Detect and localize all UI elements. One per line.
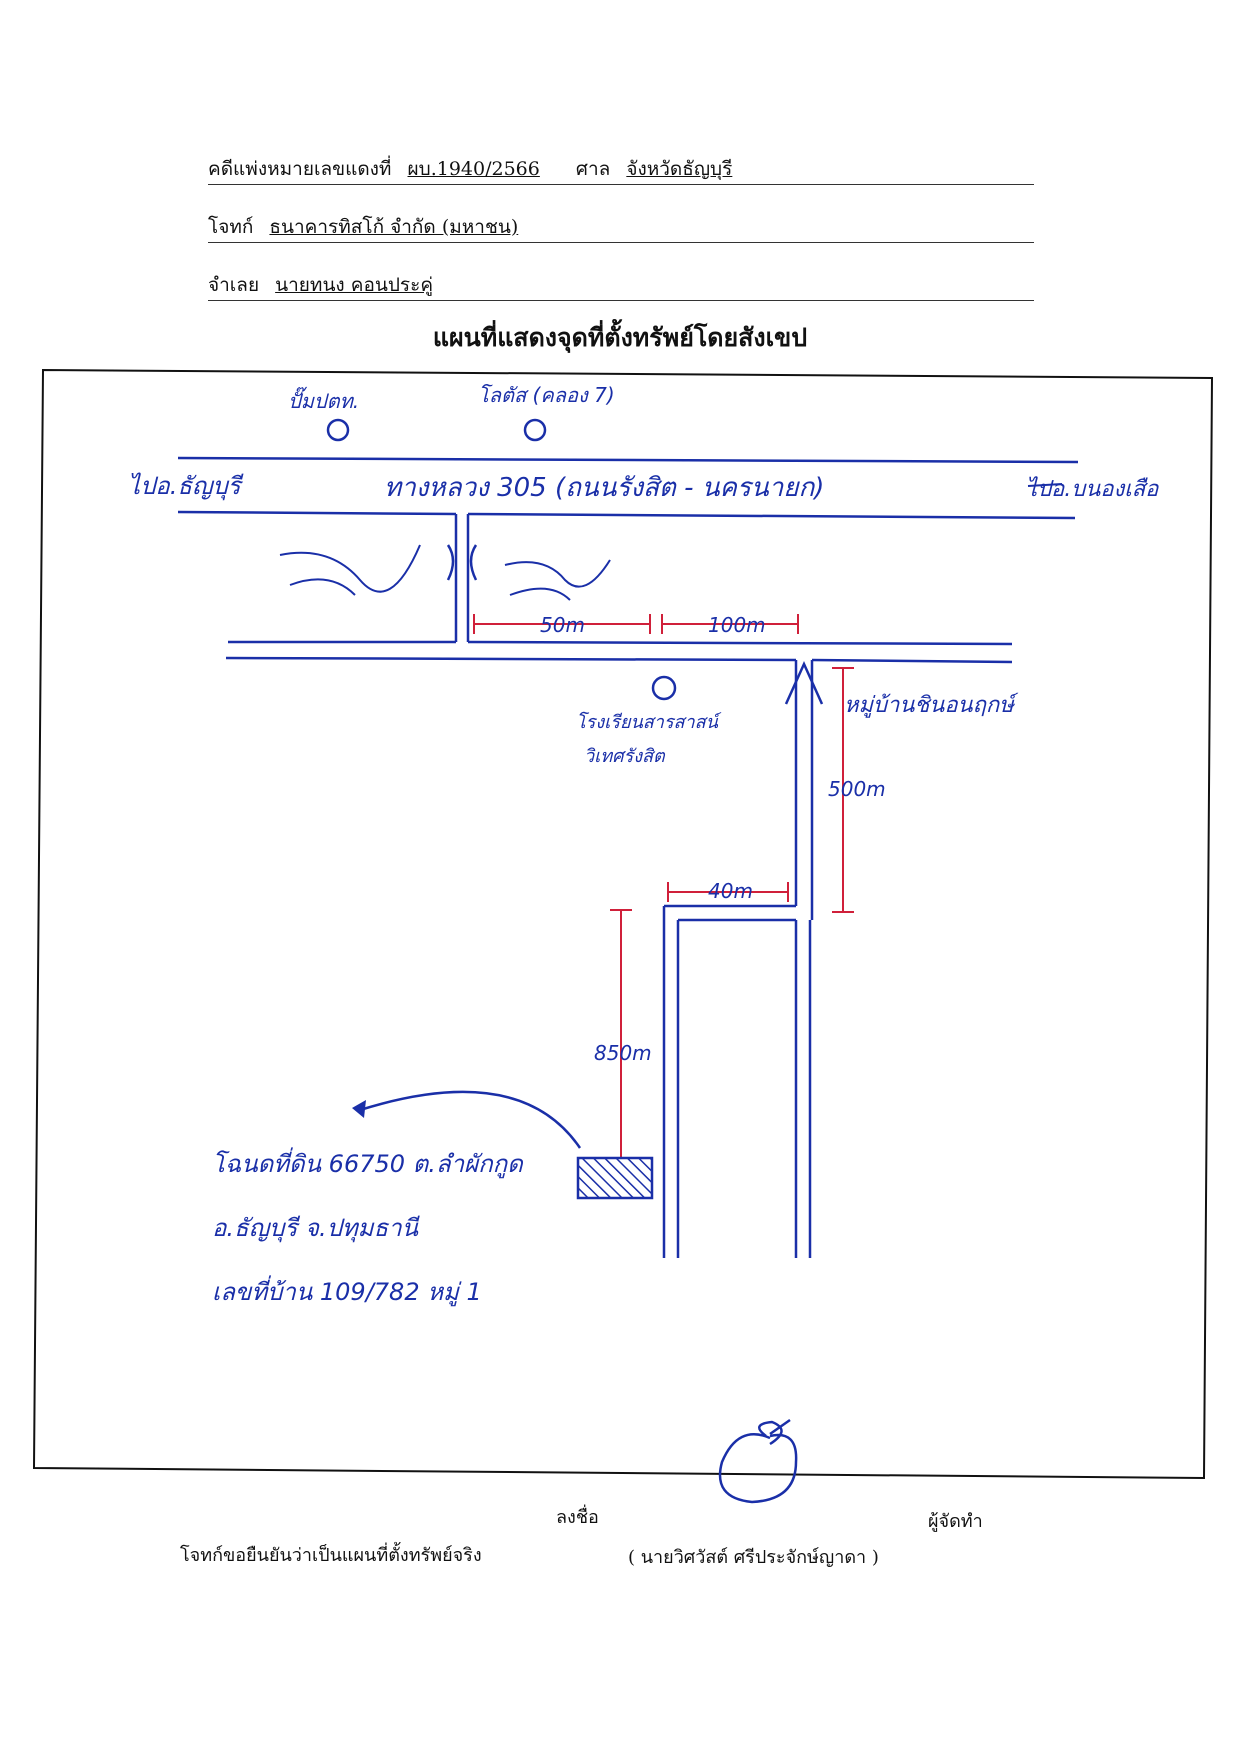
property-deed: โฉนดที่ดิน 66750 ต.ลำผักกูด — [212, 1147, 524, 1179]
plaintiff-name: ธนาคารทิสโก้ จำกัด (มหาชน) — [269, 216, 519, 238]
property-district: อ.ธัญบุรี จ.ปทุมธานี — [212, 1214, 420, 1243]
canal-waves-left — [279, 544, 421, 596]
highway-bottom-edge-right — [467, 512, 1076, 520]
lotus-marker — [523, 418, 547, 442]
plaintiff-label: โจทก์ — [208, 216, 254, 238]
school-marker — [651, 675, 677, 701]
highway-top-edge — [177, 456, 1079, 464]
property-arrow — [359, 1090, 582, 1149]
to-nong-suea: ไปอ.บนองเสือ — [1026, 476, 1159, 502]
dim-500: 500m — [828, 777, 886, 801]
defendant-label: จำเลย — [208, 274, 260, 296]
school-name: โรงเรียนสารสาสน์ — [576, 711, 722, 733]
map-border — [32, 368, 1214, 1480]
property-arrowhead — [352, 1100, 366, 1118]
highway-bottom-edge-left — [177, 510, 457, 516]
soi-entrance-mark — [784, 660, 824, 705]
school-name-2: วิเทศรังสิต — [584, 746, 666, 767]
frontage-road-top-right — [467, 640, 1013, 646]
preparer-role: ผู้จัดทำ — [928, 1511, 983, 1532]
plaintiff-line: โจทก์ ธนาคารทิสโก้ จำกัด (มหาชน) — [208, 212, 1034, 243]
canal-waves-right — [504, 559, 611, 601]
to-thanyaburi: ไปอ.ธัญบุรี — [128, 472, 244, 501]
frontage-road-bottom-right — [811, 658, 1013, 664]
court-name: จังหวัดธัญบุรี — [626, 158, 733, 180]
landmark-gas-station: ปั๊มปตท. — [288, 386, 359, 413]
arrow-right-line — [1027, 483, 1063, 487]
highway-name: ทางหลวง 305 (ถนนรังสิต - นครนายก) — [384, 473, 824, 503]
signature — [718, 1418, 798, 1504]
case-label: คดีแพ่งหมายเลขแดงที่ — [208, 158, 392, 180]
gas-station-marker — [326, 418, 350, 442]
dim-100: 100m — [708, 613, 766, 637]
frontage-road-bottom-left — [225, 656, 797, 662]
dim-50: 50m — [540, 613, 585, 637]
sign-label: ลงชื่อ — [556, 1507, 599, 1528]
dim-850: 850m — [594, 1041, 652, 1065]
case-number: ผบ.1940/2566 — [407, 158, 540, 180]
property-house-no: เลขที่บ้าน 109/782 หมู่ 1 — [212, 1275, 482, 1307]
document-title: แผนที่แสดงจุดที่ตั้งทรัพย์โดยสังเขป — [432, 323, 808, 352]
defendant-line: จำเลย นายทนง คอนประคู่ — [208, 270, 1034, 301]
plaintiff-confirmation: โจทก์ขอยืนยันว่าเป็นแผนที่ตั้งทรัพย์จริง — [180, 1545, 482, 1566]
defendant-name: นายทนง คอนประคู่ — [275, 274, 434, 296]
court-label: ศาล — [575, 158, 611, 180]
preparer-name: ( นายวิศวัสต์ ศรีประจักษ์ญาดา ) — [628, 1547, 879, 1568]
property-plot — [576, 1156, 654, 1200]
landmark-lotus: โลตัส (คลอง 7) — [478, 383, 615, 407]
dim-40: 40m — [708, 879, 753, 903]
case-number-line: คดีแพ่งหมายเลขแดงที่ ผบ.1940/2566 ศาล จั… — [208, 154, 1034, 185]
bridge-bracket — [446, 544, 478, 581]
village-name: หมู่บ้านชินอนฤกษ์ — [844, 692, 1019, 718]
